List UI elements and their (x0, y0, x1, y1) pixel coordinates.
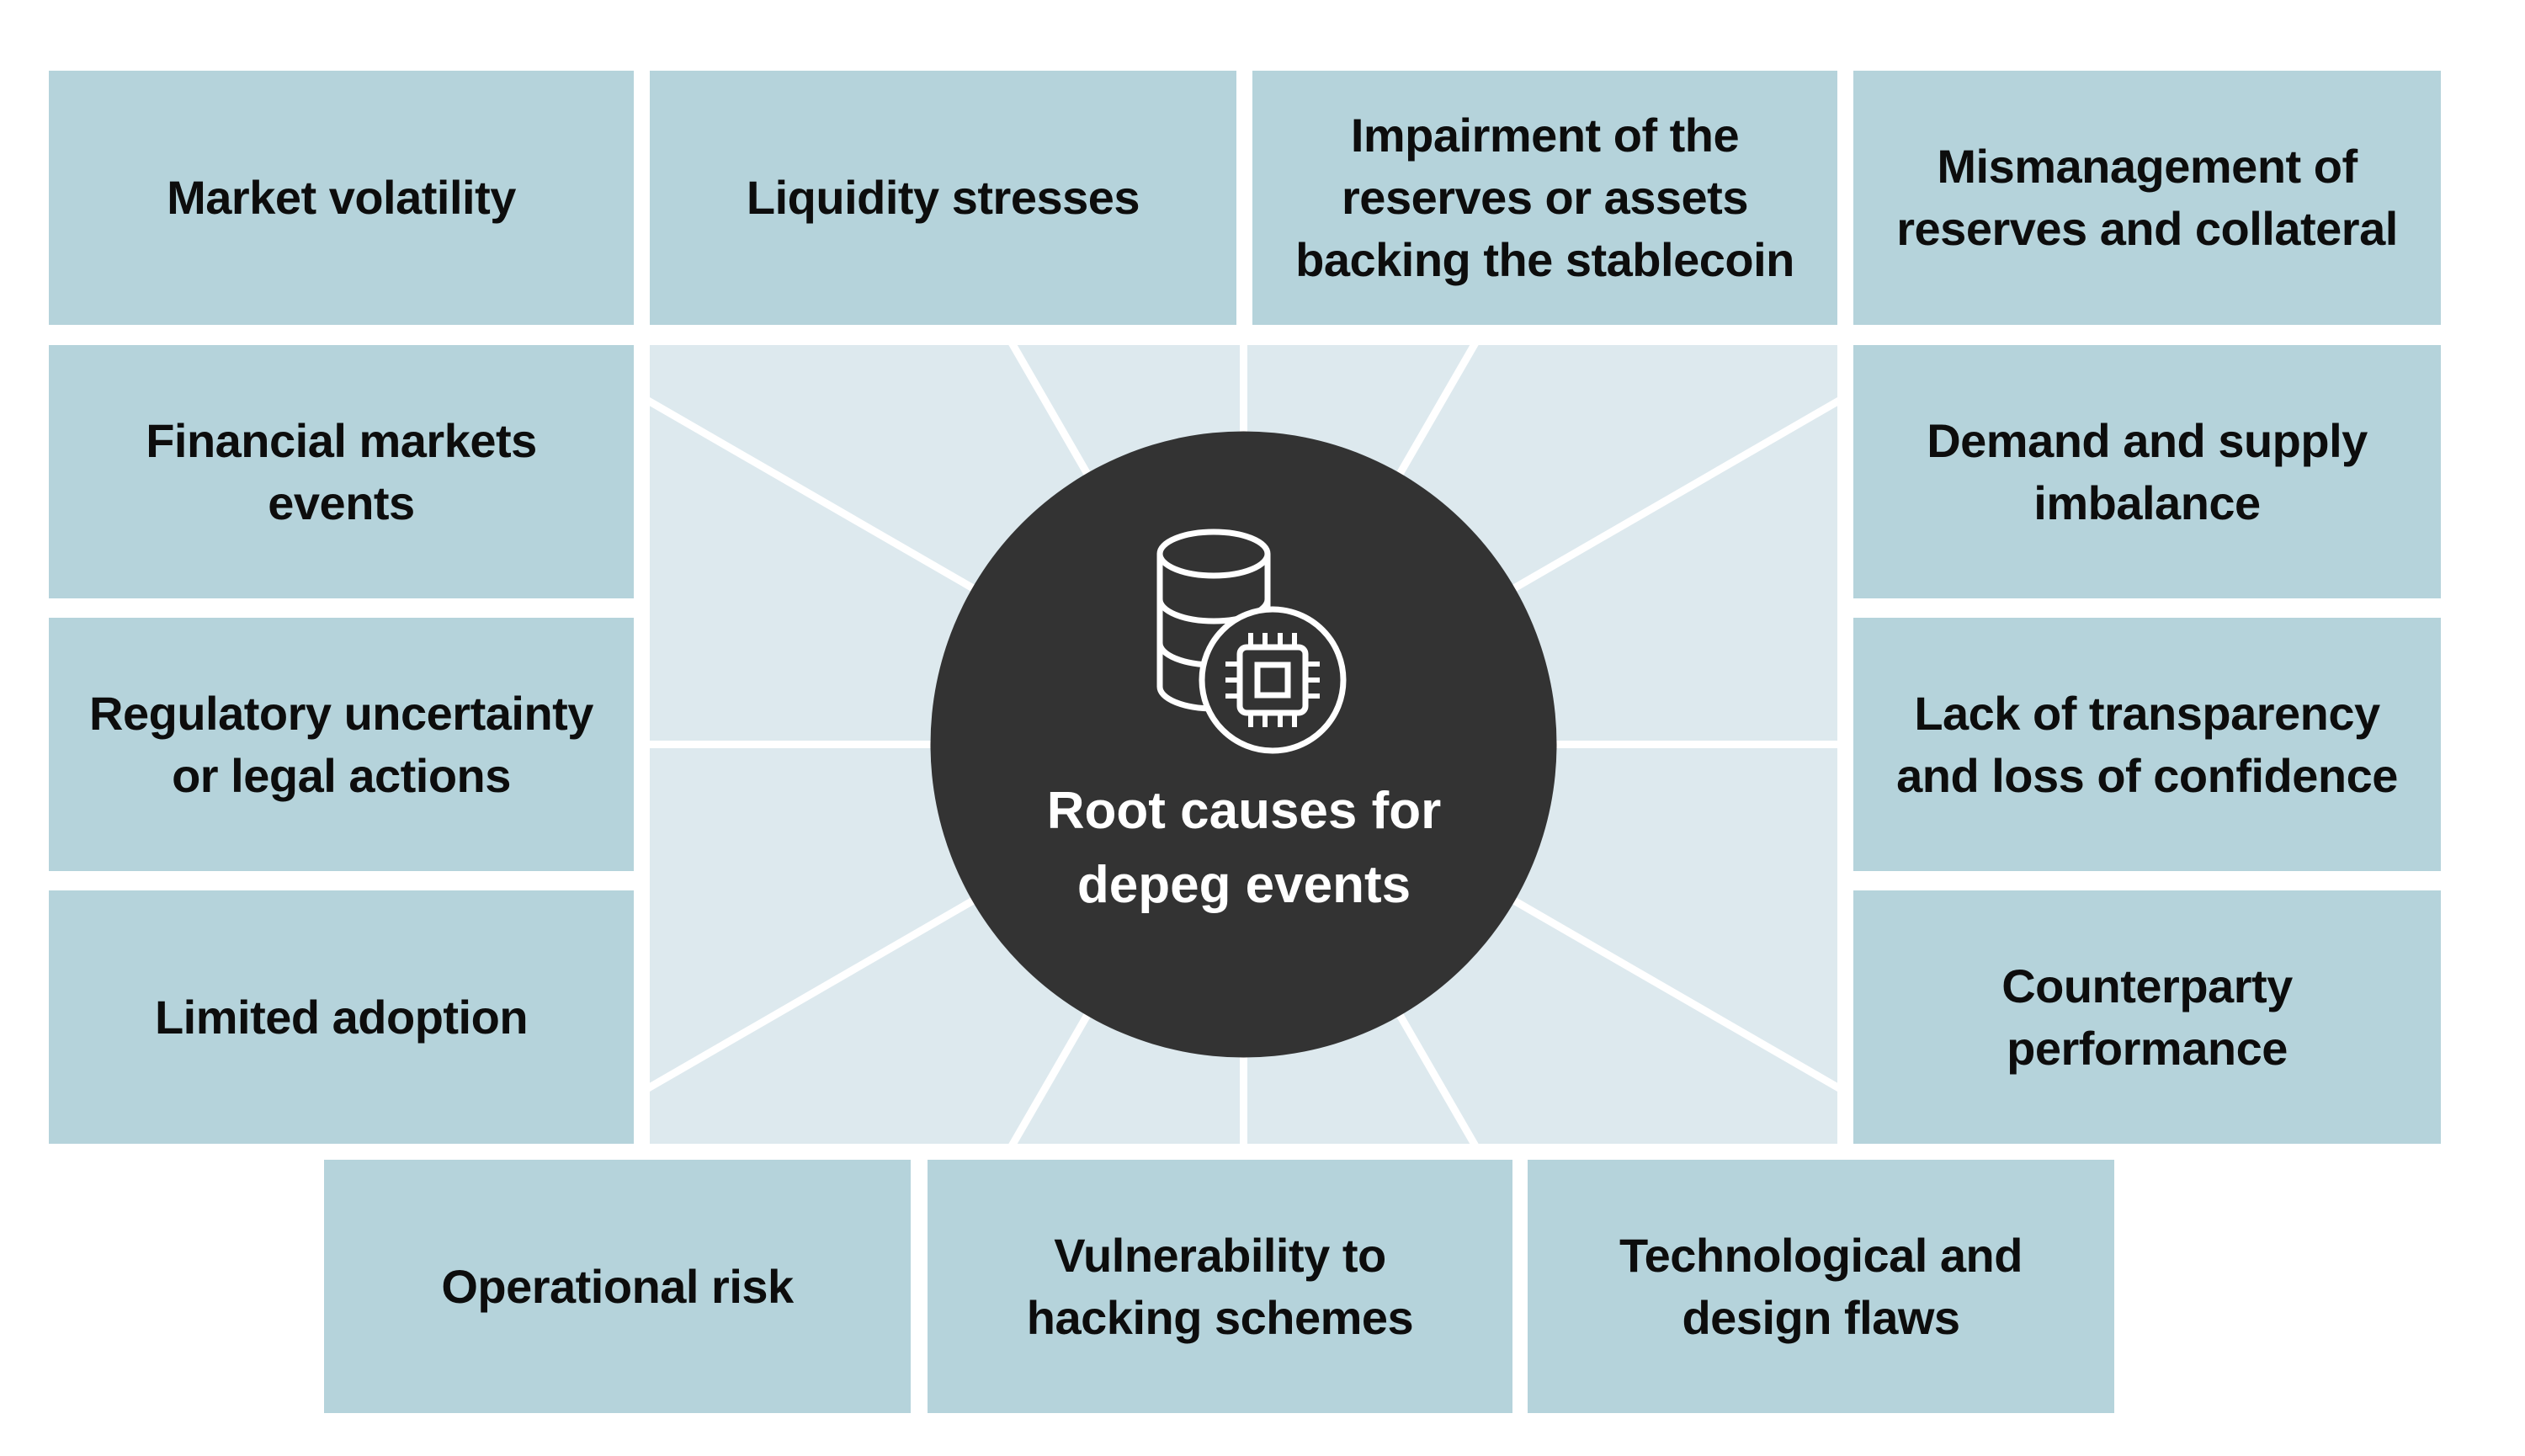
cause-box-impairment-of-reserves: Impairment of the reserves or assets bac… (1252, 71, 1837, 325)
cause-box-market-volatility: Market volatility (49, 71, 634, 325)
cause-box-technological-design-flaws: Technological and design flaws (1528, 1160, 2114, 1413)
cause-label: Regulatory uncertainty or legal actions (89, 686, 593, 802)
database-chip-icon (1156, 529, 1347, 754)
cause-label: Operational risk (441, 1259, 794, 1313)
cause-label: Counterparty performance (2001, 959, 2293, 1075)
cause-label: Impairment of the reserves or assets bac… (1295, 109, 1794, 286)
cause-box-limited-adoption: Limited adoption (49, 890, 634, 1144)
hub-title: Root causes for depeg events (1046, 782, 1442, 914)
cause-label: Demand and supply imbalance (1927, 413, 2368, 529)
cause-box-demand-supply-imbalance: Demand and supply imbalance (1853, 345, 2441, 598)
cause-label: Market volatility (167, 171, 516, 224)
cause-label: Vulnerability to hacking schemes (1026, 1228, 1414, 1344)
cause-box-vulnerability-to-hacking: Vulnerability to hacking schemes (928, 1160, 1512, 1413)
cause-label: Limited adoption (154, 990, 529, 1044)
cause-box-mismanagement-of-reserves: Mismanagement of reserves and collateral (1853, 71, 2441, 325)
cause-box-operational-risk: Operational risk (324, 1160, 911, 1413)
cause-label: Technological and design flaws (1619, 1228, 2023, 1344)
cause-label: Lack of transparency and loss of confide… (1896, 686, 2398, 802)
cause-label: Liquidity stresses (746, 171, 1140, 224)
cause-box-counterparty-performance: Counterparty performance (1853, 890, 2441, 1144)
cause-box-liquidity-stresses: Liquidity stresses (650, 71, 1236, 325)
cause-box-regulatory-uncertainty: Regulatory uncertainty or legal actions (49, 618, 634, 871)
cause-label: Mismanagement of reserves and collateral (1896, 140, 2398, 255)
cause-box-lack-of-transparency: Lack of transparency and loss of confide… (1853, 618, 2441, 871)
cause-label: Financial markets events (146, 413, 537, 529)
cause-box-financial-markets-events: Financial markets events (49, 345, 634, 598)
